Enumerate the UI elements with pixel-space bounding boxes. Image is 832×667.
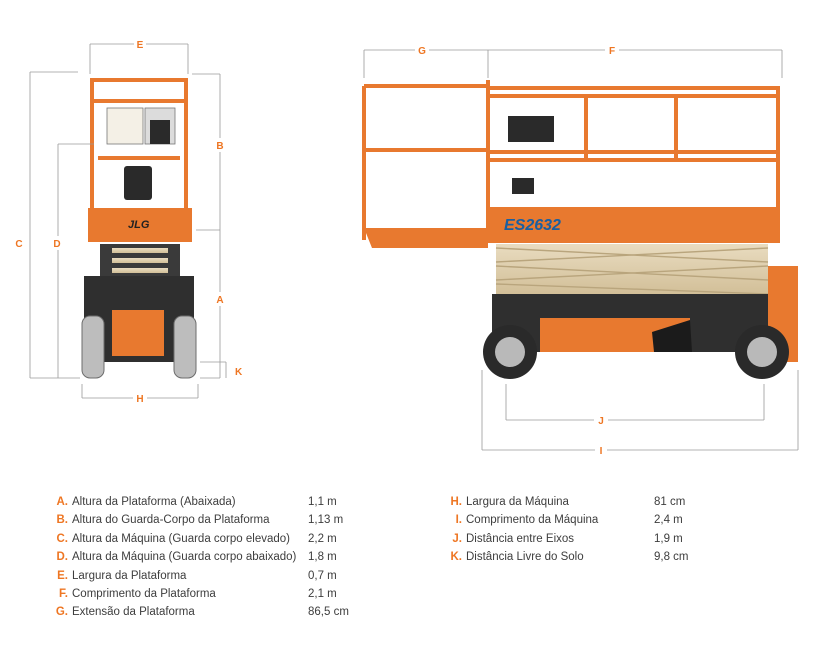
spec-label: Extensão da Plataforma bbox=[72, 606, 195, 619]
spec-value: 2,2 m bbox=[308, 532, 337, 545]
front-view-machine: JLG bbox=[81, 78, 197, 379]
spec-value: 1,9 m bbox=[654, 532, 683, 545]
spec-label: Altura da Plataforma (Abaixada) bbox=[72, 496, 236, 508]
spec-value: 0,7 m bbox=[308, 569, 337, 582]
spec-label: Largura da Plataforma bbox=[72, 569, 187, 582]
spec-row: D.Altura da Máquina (Guarda corpo abaixa… bbox=[54, 551, 364, 569]
spec-key: B. bbox=[56, 514, 69, 527]
spec-key: E. bbox=[57, 569, 68, 582]
side-model-logo: ES2632 bbox=[504, 217, 561, 234]
machine-dimension-diagram: JLG bbox=[12, 37, 799, 457]
spec-label: Distância Livre do Solo bbox=[466, 551, 584, 564]
spec-label: Altura da Máquina (Guarda corpo elevado) bbox=[72, 532, 290, 545]
dim-label-b: B bbox=[216, 141, 223, 152]
dim-label-a: A bbox=[216, 295, 223, 306]
dim-label-g: G bbox=[418, 46, 426, 57]
spec-key: J. bbox=[452, 532, 462, 545]
dim-label-h: H bbox=[136, 394, 143, 405]
spec-value: 2,1 m bbox=[308, 588, 337, 600]
spec-row: J. Distância entre Eixos 1,9 m bbox=[448, 533, 708, 551]
spec-value: 1,13 m bbox=[308, 514, 344, 527]
spec-row: E. Largura da Plataforma 0,7 m bbox=[54, 570, 364, 588]
spec-label: Largura da Máquina bbox=[466, 496, 569, 508]
spec-key: F. bbox=[59, 588, 68, 600]
spec-row: I. Comprimento da Máquina 2,4 m bbox=[448, 514, 708, 532]
spec-label: Distância entre Eixos bbox=[466, 532, 575, 545]
spec-row: H.Largura da Máquina 81 cm bbox=[448, 496, 708, 514]
spec-value: 1,1 m bbox=[308, 496, 337, 508]
dim-label-c: C bbox=[15, 239, 22, 250]
spec-label: Altura do Guarda-Corpo da Plataforma bbox=[72, 514, 270, 527]
spec-row: K.Distância Livre do Solo 9,8 cm bbox=[448, 551, 708, 569]
dim-label-f: F bbox=[609, 46, 615, 57]
spec-key: D. bbox=[56, 551, 69, 564]
spec-value: 9,8 cm bbox=[654, 551, 689, 564]
spec-row: C.Altura da Máquina (Guarda corpo elevad… bbox=[54, 533, 364, 551]
dim-label-i: I bbox=[600, 446, 603, 457]
spec-row: G. Extensão da Plataforma 86,5 cm bbox=[54, 606, 364, 624]
spec-key: K. bbox=[450, 551, 463, 564]
spec-key: A. bbox=[56, 496, 69, 508]
spec-label: Comprimento da Plataforma bbox=[72, 588, 216, 600]
dim-label-d: D bbox=[53, 239, 60, 250]
spec-row: F. Comprimento da Plataforma 2,1 m bbox=[54, 588, 364, 606]
spec-value: 2,4 m bbox=[654, 514, 683, 527]
spec-key: C. bbox=[56, 532, 69, 545]
spec-value: 81 cm bbox=[654, 496, 686, 508]
spec-key: H. bbox=[450, 496, 463, 508]
spec-key: G. bbox=[55, 606, 68, 619]
spec-value: 86,5 cm bbox=[308, 606, 349, 619]
spec-label: Altura da Máquina (Guarda corpo abaixado… bbox=[72, 551, 297, 564]
dimension-labels: E C D B A K H G F J I bbox=[12, 37, 619, 457]
side-view-machine: ES2632 bbox=[362, 80, 798, 379]
spec-value: 1,8 m bbox=[308, 551, 337, 564]
front-brand-logo: JLG bbox=[128, 219, 150, 231]
dim-label-e: E bbox=[137, 40, 144, 51]
spec-label: Comprimento da Máquina bbox=[466, 514, 599, 527]
dim-label-j: J bbox=[598, 416, 604, 427]
dim-label-k: K bbox=[235, 367, 243, 378]
spec-row: B.Altura do Guarda-Corpo da Plataforma 1,… bbox=[54, 514, 364, 532]
spec-key: I. bbox=[455, 514, 462, 527]
spec-row: A.Altura da Plataforma (Abaixada) 1,1 m bbox=[54, 496, 364, 514]
